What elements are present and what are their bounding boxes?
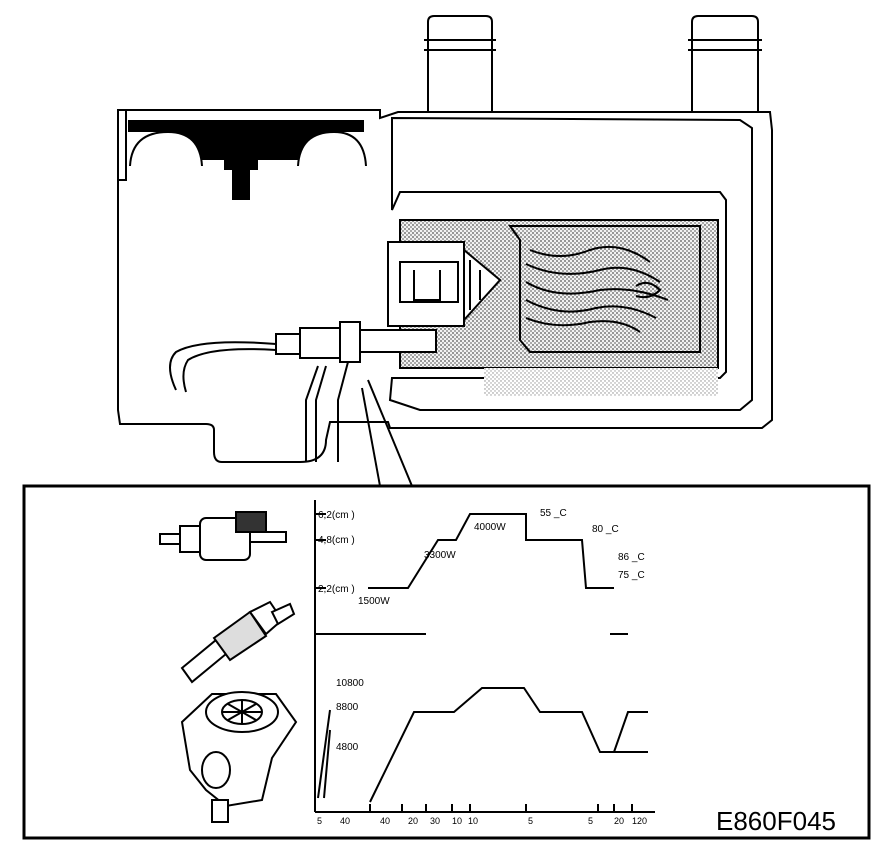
burner-insert	[387, 241, 502, 327]
flame-tube	[508, 225, 701, 353]
fuel-rate-label-low: 2,2(cm )	[318, 584, 355, 595]
chart-axes	[314, 500, 655, 813]
fuel-rate-curve	[368, 513, 614, 589]
heater-cross-section	[117, 15, 773, 463]
heater-outer-body	[117, 109, 773, 463]
blower-motor	[118, 109, 367, 200]
time-tick: 5	[528, 816, 533, 826]
time-tick: 10	[452, 816, 462, 826]
detail-panel	[22, 484, 871, 840]
time-tick: 30	[430, 816, 440, 826]
coolant-pipe-left	[427, 15, 493, 112]
coolant-pipe-right	[691, 15, 759, 112]
blower-rpm-curve	[317, 687, 648, 803]
time-tick: 120	[632, 816, 647, 826]
blower-illustration	[180, 691, 298, 823]
rpm-label-8800: 8800	[336, 702, 359, 713]
temperature-label-80: 80 _C	[592, 524, 619, 535]
temperature-label-75: 75 _C	[618, 570, 645, 581]
rpm-label-4800: 4800	[336, 742, 359, 753]
zoom-lines	[361, 379, 413, 487]
power-label-3300: 3300W	[424, 550, 456, 561]
fuel-pump-illustration	[159, 511, 287, 561]
time-tick: 10	[468, 816, 478, 826]
rpm-label-10800: 10800	[336, 678, 364, 689]
figure-code: E860F045	[716, 806, 836, 836]
time-tick: 20	[614, 816, 624, 826]
temperature-label-86: 86 _C	[618, 552, 645, 563]
glow-pin-illustration	[180, 600, 296, 684]
power-label-4000: 4000W	[474, 522, 506, 533]
time-tick: 20	[408, 816, 418, 826]
fuel-rate-label-high: 6,2(cm )	[318, 510, 355, 521]
time-tick: 5	[317, 816, 322, 826]
temperature-label-55: 55 _C	[540, 508, 567, 519]
time-tick: 40	[380, 816, 390, 826]
power-label-1500: 1500W	[358, 596, 390, 607]
fuel-rate-label-mid: 4,8(cm )	[318, 535, 355, 546]
glow-pin-in-body	[169, 321, 437, 393]
time-tick: 5	[588, 816, 593, 826]
time-tick: 40	[340, 816, 350, 826]
